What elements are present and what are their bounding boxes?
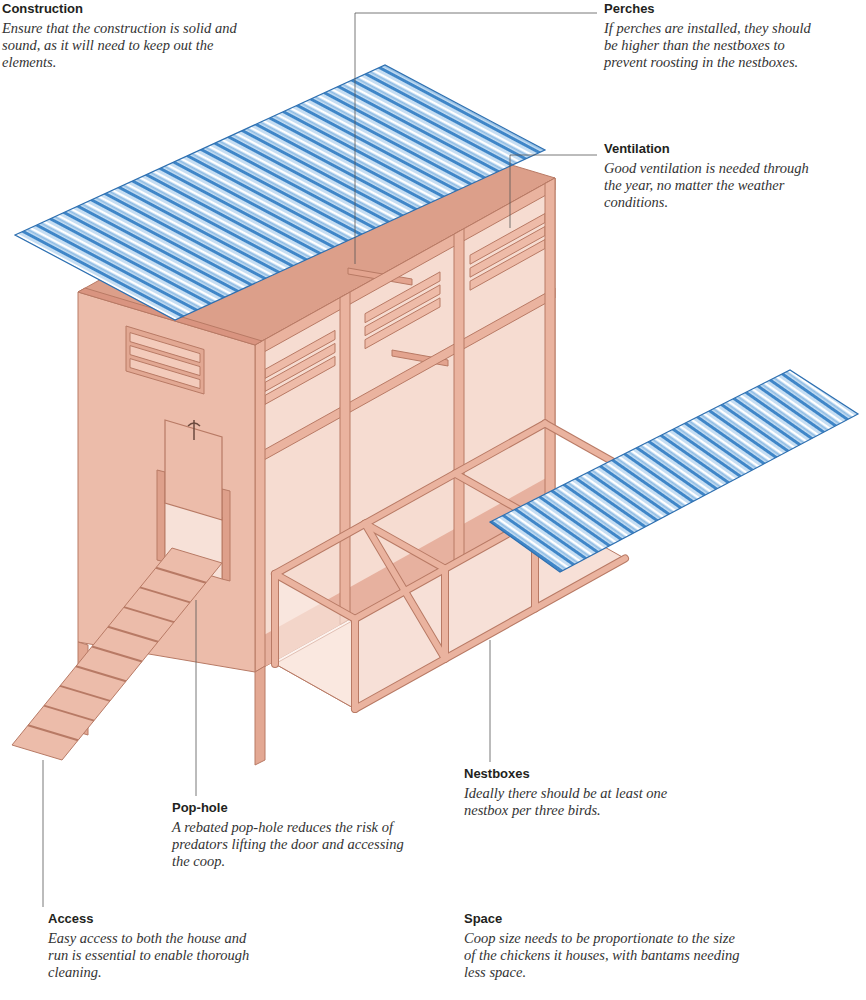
callout-text: Easy access to both the house and run is… [48, 930, 258, 981]
nestbox-lid [490, 370, 858, 572]
callout-heading: Perches [604, 1, 844, 17]
callout-heading: Ventilation [604, 141, 844, 157]
access-ramp [12, 548, 222, 760]
callout-text: Ensure that the construction is solid an… [2, 20, 252, 71]
callout-text: If perches are installed, they should be… [604, 20, 819, 71]
callout-text: Ideally there should be at least one nes… [464, 785, 714, 819]
callout-text: Good ventilation is needed through the y… [604, 160, 822, 211]
callout-heading: Access [48, 911, 268, 927]
callout-heading: Pop-hole [172, 800, 422, 816]
roof-sheet [15, 65, 545, 320]
callout-text: Coop size needs to be proportionate to t… [464, 930, 744, 981]
callout-text: A rebated pop-hole reduces the risk of p… [172, 819, 422, 870]
callout-heading: Construction [2, 1, 262, 17]
callout-heading: Nestboxes [464, 766, 764, 782]
ventilation-louvres [126, 326, 204, 394]
callout-heading: Space [464, 911, 764, 927]
nestbox [275, 424, 625, 709]
